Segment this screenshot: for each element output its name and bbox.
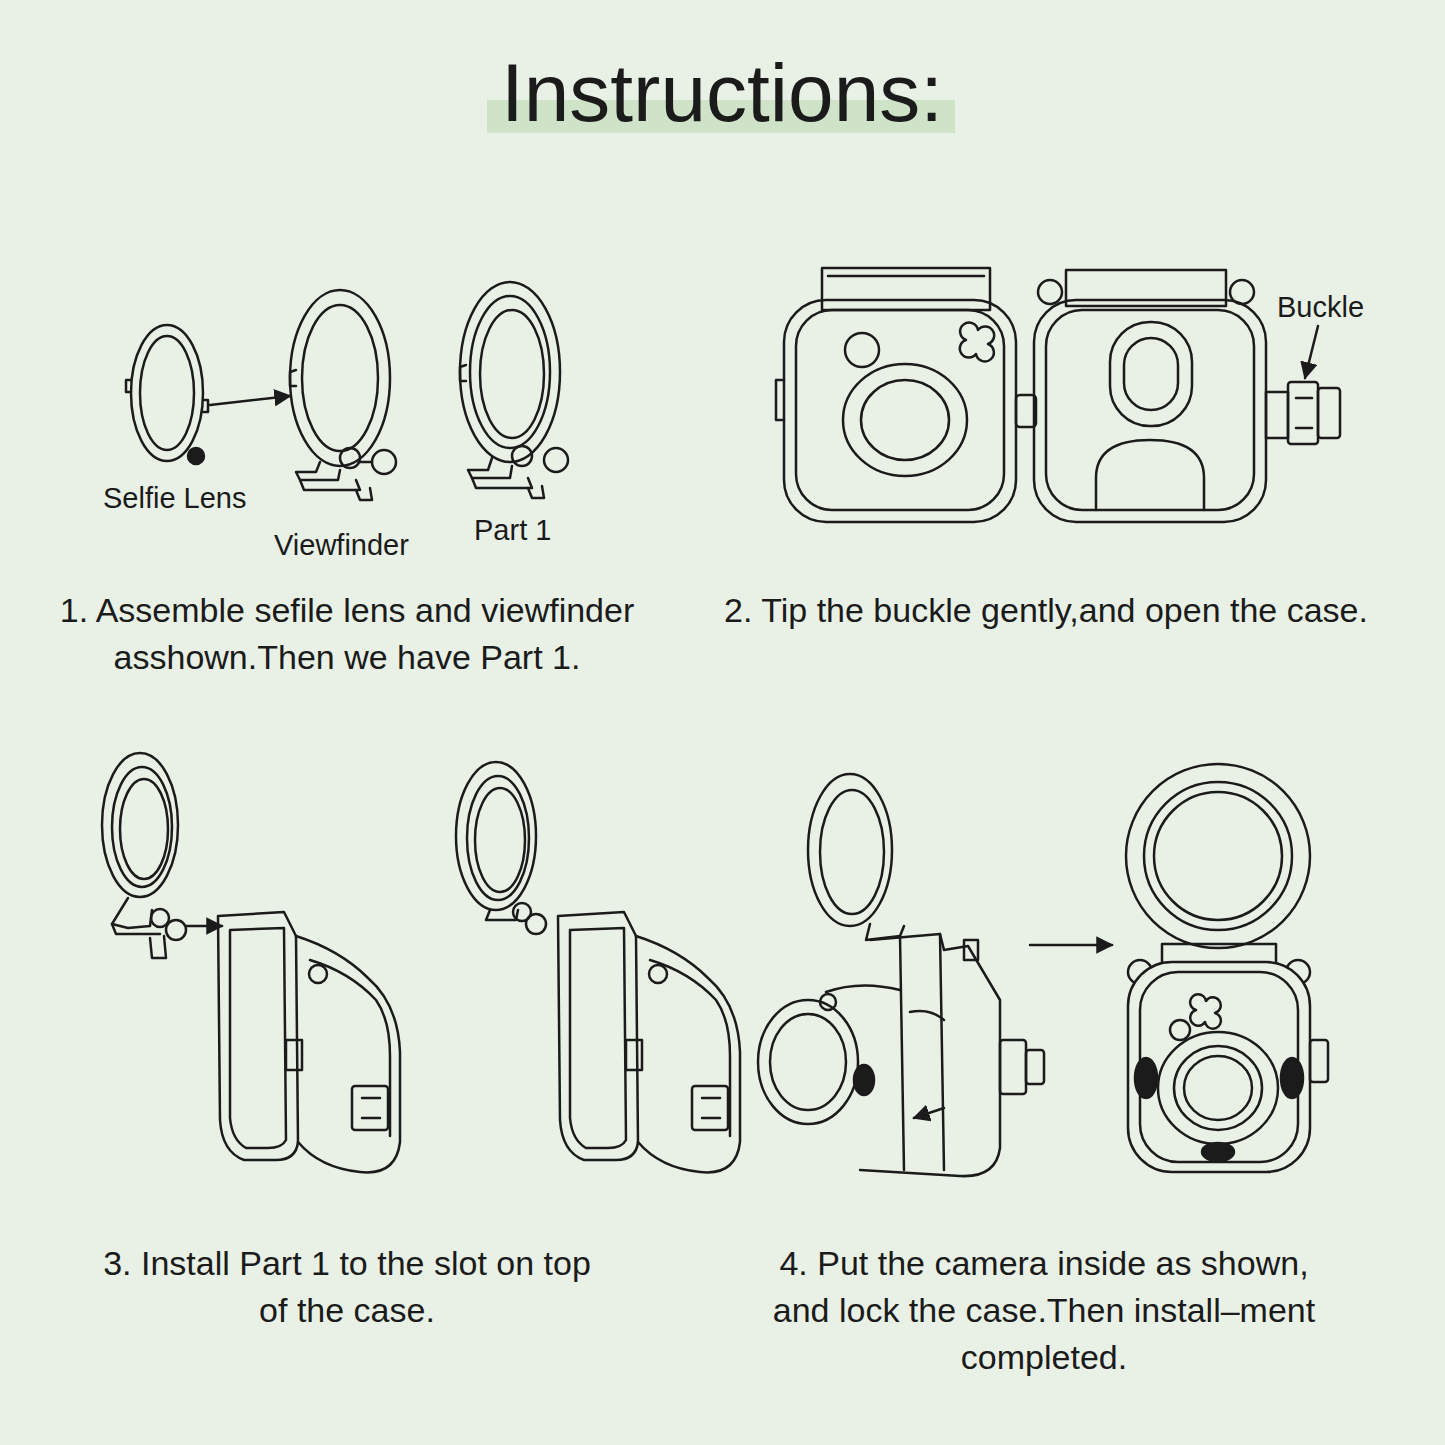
camera-in-case-front-drawing: [1126, 764, 1328, 1172]
arrow: [1305, 326, 1318, 378]
case-side-drawing: [456, 762, 740, 1172]
step-caption: 4. Put the camera inside as shown, and l…: [762, 1240, 1327, 1381]
arrow: [1030, 944, 1112, 947]
part-1-drawing: [102, 753, 186, 958]
step-caption: 3. Install Part 1 to the slot on top of …: [95, 1240, 600, 1334]
case-side-drawing: [218, 912, 400, 1172]
arrow: [210, 396, 290, 405]
part-1-drawing: [460, 282, 568, 498]
arrow: [186, 925, 222, 928]
callout-label: Buckle: [1277, 290, 1427, 325]
part-name: Viewfinder: [274, 528, 474, 563]
part-name: Selfie Lens: [103, 481, 303, 516]
camera-in-case-side-drawing: [758, 774, 1044, 1176]
title: Instructions:: [322, 52, 1122, 134]
arrow: [914, 1108, 944, 1118]
step-caption: 1. Assemble sefile lens and viewfinder a…: [37, 587, 657, 681]
open-case-drawing: [776, 268, 1340, 522]
selfie-lens-drawing: [126, 325, 208, 464]
part-name: Part 1: [474, 513, 624, 548]
viewfinder-drawing: [290, 290, 396, 500]
step-caption: 2. Tip the buckle gently,and open the ca…: [686, 587, 1406, 634]
